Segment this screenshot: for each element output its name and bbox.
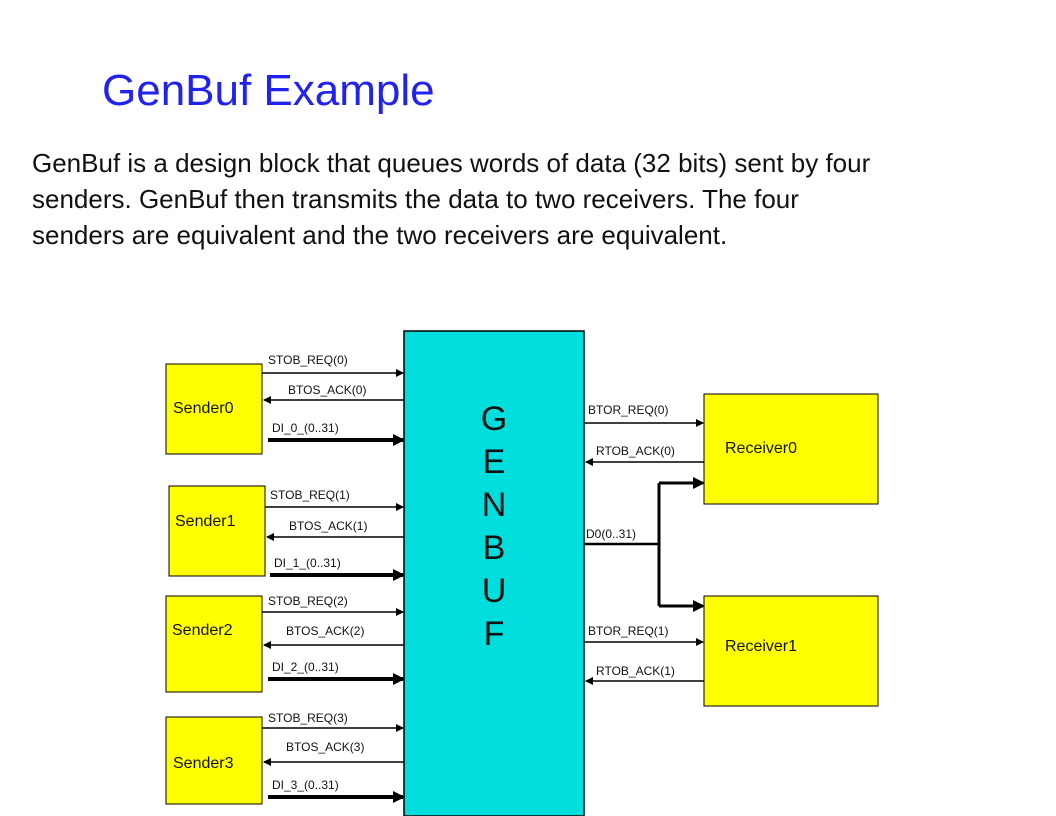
data-out-label: D0(0..31) [586,527,636,541]
sender-2: Sender2 STOB_REQ(2) BTOS_ACK(2) DI_2_(0.… [165,594,405,693]
req-label: STOB_REQ(1) [270,488,350,502]
sender-3: Sender3 STOB_REQ(3) BTOS_ACK(3) DI_3_(0.… [165,711,405,805]
genbuf-label: G E N B U F [481,400,507,653]
receiver-box [703,595,879,707]
req-label: BTOR_REQ(1) [588,624,668,638]
sender-box [165,595,263,693]
receiver-label: Receiver1 [725,638,797,655]
data-label: DI_3_(0..31) [272,778,339,792]
ack-label: BTOS_ACK(2) [286,624,364,638]
req-label: STOB_REQ(0) [268,353,348,367]
sender-box [168,485,266,577]
genbuf-block [403,330,585,816]
slide-title: GenBuf Example [102,66,435,115]
sender-label: Sender0 [173,400,234,417]
sender-box [165,363,263,455]
sender-box [165,716,263,805]
data-label: DI_0_(0..31) [272,421,339,435]
data-label: DI_2_(0..31) [272,660,339,674]
slide-description: GenBuf is a design block that queues wor… [32,148,871,250]
ack-label: RTOB_ACK(0) [596,444,675,458]
genbuf-letter: F [484,615,505,653]
genbuf-letter: U [482,572,507,610]
sender-1: Sender1 STOB_REQ(1) BTOS_ACK(1) DI_1_(0.… [168,485,405,581]
receiver-box [703,393,879,505]
req-label: BTOR_REQ(0) [588,403,668,417]
sender-label: Sender1 [175,513,236,530]
sender-label: Sender3 [173,755,234,772]
genbuf-letter: G [481,400,507,438]
sender-0: Sender0 STOB_REQ(0) BTOS_ACK(0) DI_0_(0.… [165,353,405,455]
receiver-label: Receiver0 [725,440,797,457]
req-label: STOB_REQ(3) [268,711,348,725]
receiver-0: Receiver0 BTOR_REQ(0) RTOB_ACK(0) [584,393,879,505]
data-label: DI_1_(0..31) [274,556,341,570]
sender-label: Sender2 [172,622,233,639]
ack-label: RTOB_ACK(1) [596,664,675,678]
data-out-bus: D0(0..31) [584,477,705,612]
req-label: STOB_REQ(2) [268,594,348,608]
ack-label: BTOS_ACK(1) [289,519,367,533]
genbuf-letter: E [483,443,506,481]
receiver-1: Receiver1 BTOR_REQ(1) RTOB_ACK(1) [584,595,879,707]
genbuf-letter: B [483,529,506,567]
ack-label: BTOS_ACK(0) [288,383,366,397]
genbuf-letter: N [482,486,507,524]
ack-label: BTOS_ACK(3) [286,740,364,754]
